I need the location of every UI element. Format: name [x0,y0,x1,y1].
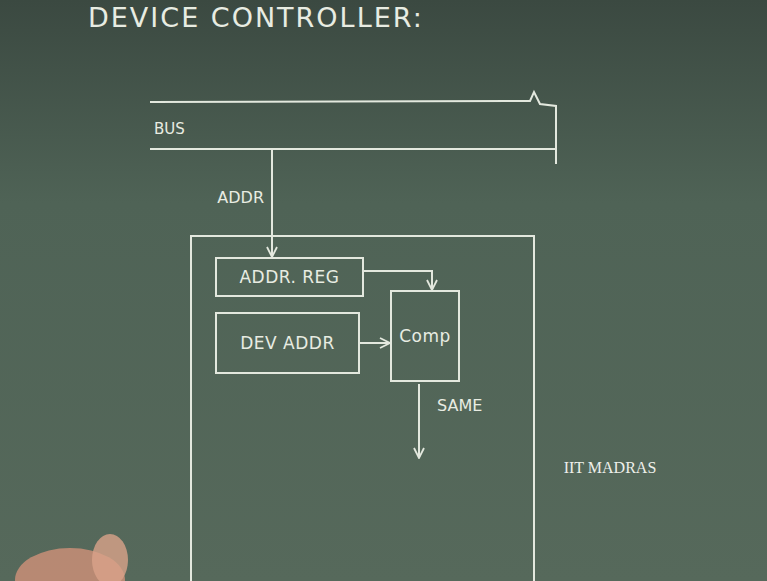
signal-label: SAME [437,396,482,415]
controller-box: ADDR. REG DEV ADDR Comp [190,235,535,581]
bus-outline [150,100,560,150]
title: DEVICE CONTROLLER: [88,2,424,33]
bus-band: BUS [150,100,560,150]
hand [92,534,128,581]
bus-line [150,92,556,164]
output-arrow [418,384,420,458]
signal-label: ADDR [217,188,264,207]
register-box: Comp [390,290,460,382]
watermark: IIT MADRAS [560,458,660,477]
bus-label: BUS [154,120,185,138]
register-label: Comp [399,326,451,346]
register-box: DEV ADDR [215,312,360,374]
register-label: ADDR. REG [239,267,339,287]
register-box: ADDR. REG [215,257,364,297]
bus-line [150,148,556,150]
connector-arrow [271,150,273,257]
register-label: DEV ADDR [240,333,335,353]
connector-arrow [364,271,432,290]
connector-arrow [360,342,390,344]
